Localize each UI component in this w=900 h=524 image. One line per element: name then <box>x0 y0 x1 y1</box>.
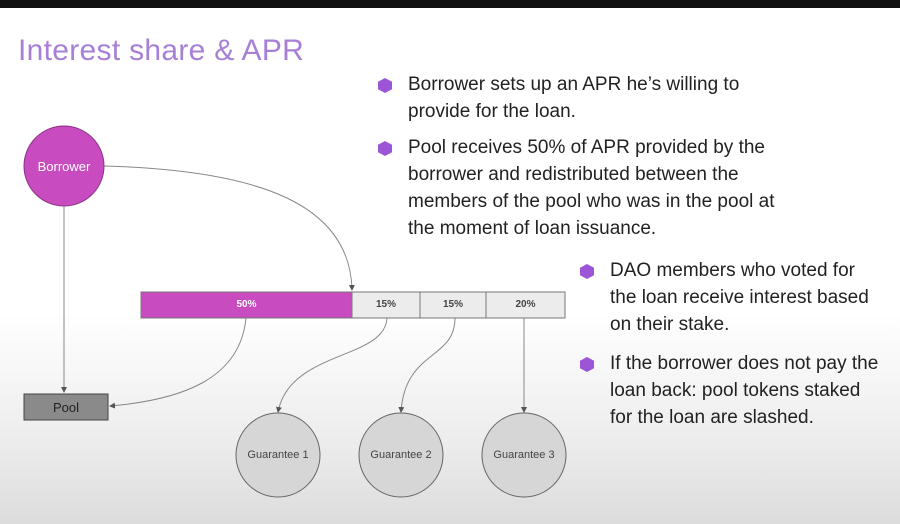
arrow-15-to-g2 <box>398 317 456 413</box>
guarantee-2-label: Guarantee 2 <box>370 449 432 461</box>
guarantee-1-node <box>235 412 321 498</box>
bullet-text: Pool receives 50% of APR provided by the… <box>408 137 775 239</box>
bullet-1: Borrower sets up an APR he’s willing to … <box>378 71 778 125</box>
bar-segment <box>485 291 566 319</box>
bullet-2: Pool receives 50% of APR provided by the… <box>378 134 798 242</box>
hexagon-bullet-icon <box>580 357 594 372</box>
bar-segment-label: 15% <box>442 299 463 310</box>
guarantee-2-node <box>358 412 444 498</box>
arrow-50-to-pool <box>109 317 247 409</box>
share-bar <box>140 291 566 319</box>
borrower-label: Borrower <box>37 159 91 174</box>
bar-segment <box>351 291 421 319</box>
top-bar <box>0 0 900 8</box>
hexagon-bullet-icon <box>580 264 594 279</box>
arrow-borrower-to-bar <box>103 165 355 291</box>
hexagon-bullet-icon <box>378 78 392 93</box>
guarantee-3-node <box>481 412 567 498</box>
bullet-4: If the borrower does not pay the loan ba… <box>580 350 880 431</box>
arrow-15-to-g1 <box>276 317 388 413</box>
bar-segment <box>419 291 487 319</box>
hexagon-bullet-icon <box>378 141 392 156</box>
borrower-node <box>23 125 105 207</box>
bar-segment-label: 50% <box>236 299 257 310</box>
bullet-text: Borrower sets up an APR he’s willing to … <box>408 74 740 122</box>
pool-label: Pool <box>52 400 80 415</box>
guarantee-3-label: Guarantee 3 <box>493 449 555 461</box>
bullet-text: DAO members who voted for the loan recei… <box>610 260 869 335</box>
slide-title: Interest share & APR <box>18 34 305 67</box>
bullet-text: If the borrower does not pay the loan ba… <box>610 353 879 428</box>
bar-segment-label: 20% <box>515 299 536 310</box>
bar-segment-label: 15% <box>375 299 396 310</box>
bar-segment <box>140 291 353 319</box>
pool-node <box>23 393 109 421</box>
guarantee-1-label: Guarantee 1 <box>247 449 309 461</box>
bullet-3: DAO members who voted for the loan recei… <box>580 257 880 338</box>
